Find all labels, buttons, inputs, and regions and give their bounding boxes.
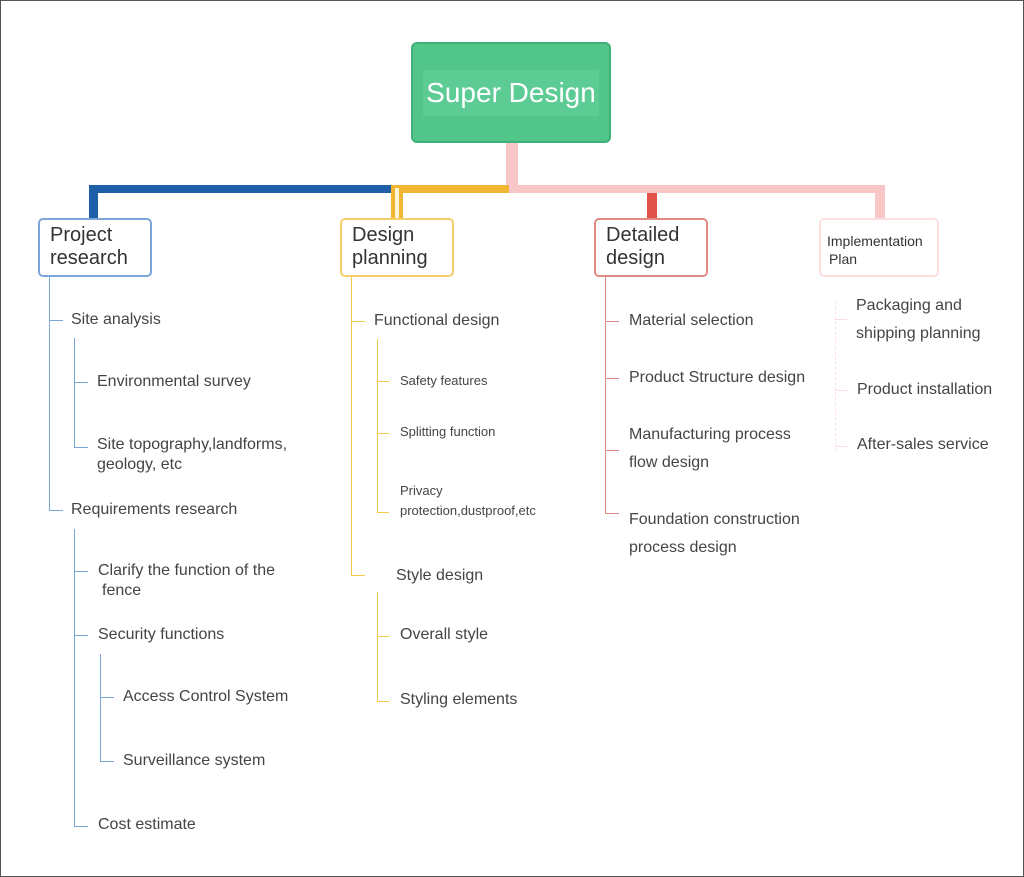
- tree-line: [351, 277, 352, 575]
- node-line1: Foundation construction: [629, 511, 800, 528]
- root-label: Super Design: [423, 70, 599, 116]
- tree-line: [377, 339, 378, 513]
- root-stem: [506, 141, 518, 191]
- node-cost-estimate: Cost estimate: [98, 816, 196, 833]
- node-after-sales: After-sales service: [857, 436, 989, 453]
- tree-line: [377, 592, 378, 702]
- drop-implementation: [875, 185, 885, 220]
- category-project-research: Project research: [38, 218, 152, 277]
- node-foundation-construction: Foundation construction process design: [629, 506, 800, 562]
- tree-line: [377, 636, 389, 637]
- category-title-line2: design: [606, 247, 665, 269]
- tree-line: [74, 571, 88, 572]
- tree-line: [351, 321, 365, 322]
- node-line2: geology, etc: [97, 456, 183, 473]
- category-title-line2: Plan: [829, 251, 858, 267]
- category-title-line2: research: [50, 247, 128, 269]
- node-line1: Site topography,landforms,: [97, 436, 288, 453]
- node-safety-features: Safety features: [400, 373, 488, 388]
- node-line2: shipping planning: [856, 325, 981, 342]
- node-manufacturing-process: Manufacturing process flow design: [629, 421, 791, 477]
- node-clarify-function: Clarify the function of the fence: [98, 561, 275, 601]
- node-line1: Packaging and: [856, 297, 962, 314]
- node-environmental-survey: Environmental survey: [97, 373, 251, 390]
- category-design-planning: Design planning: [340, 218, 454, 277]
- tree-line: [49, 510, 63, 511]
- node-site-analysis: Site analysis: [71, 311, 161, 328]
- node-line2: protection,dustproof,etc: [400, 503, 536, 518]
- category-title-line1: Design: [352, 224, 415, 246]
- tree-line: [605, 378, 619, 379]
- node-security-functions: Security functions: [98, 626, 225, 643]
- node-packaging-shipping: Packaging and shipping planning: [856, 292, 981, 348]
- node-surveillance: Surveillance system: [123, 752, 266, 769]
- node-line2: process design: [629, 539, 737, 556]
- node-product-structure: Product Structure design: [629, 369, 806, 386]
- tree-line: [74, 529, 75, 827]
- tree-line: [351, 575, 365, 576]
- node-material-selection: Material selection: [629, 312, 754, 329]
- tree-line: [74, 635, 88, 636]
- connector-project: [89, 185, 395, 193]
- node-styling-elements: Styling elements: [400, 691, 518, 708]
- node-privacy-protection: Privacy protection,dustproof,etc: [400, 481, 536, 521]
- tree-line: [100, 761, 114, 762]
- tree-line: [100, 697, 114, 698]
- tree-line: [377, 512, 389, 513]
- tree-line: [835, 319, 847, 320]
- node-functional-design: Functional design: [374, 312, 500, 329]
- node-access-control: Access Control System: [123, 688, 289, 705]
- node-overall-style: Overall style: [400, 626, 489, 643]
- tree-line: [100, 654, 101, 762]
- tree-line: [605, 450, 619, 451]
- tree-line: [74, 826, 88, 827]
- tree-line: [377, 701, 389, 702]
- category-title-line1: Implementation: [827, 233, 923, 249]
- tree-line: [835, 301, 836, 451]
- category-detailed-design: Detailed design: [594, 218, 708, 277]
- node-line2: fence: [102, 582, 142, 599]
- tree-line: [377, 433, 389, 434]
- drop-detailed: [647, 193, 657, 220]
- category-title-line2: planning: [352, 247, 428, 269]
- connector-planning: [391, 185, 509, 193]
- category-title-line1: Project: [50, 224, 113, 246]
- node-line2: flow design: [629, 454, 710, 471]
- tree-line: [605, 513, 619, 514]
- node-requirements-research: Requirements research: [71, 501, 238, 518]
- node-style-design: Style design: [396, 567, 484, 584]
- tree-line: [49, 320, 63, 321]
- tree-line: [835, 390, 847, 391]
- node-line1: Manufacturing process: [629, 426, 791, 443]
- tree-line: [377, 381, 389, 382]
- node-product-installation: Product installation: [857, 381, 993, 398]
- drop-project: [89, 185, 98, 221]
- tree-line: [74, 338, 75, 448]
- tree-line: [74, 447, 88, 448]
- node-line1: Clarify the function of the: [98, 562, 275, 579]
- category-title-line1: Detailed: [606, 224, 680, 246]
- tree-line: [605, 321, 619, 322]
- tree-line: [74, 382, 88, 383]
- node-site-topography: Site topography,landforms, geology, etc: [97, 435, 287, 475]
- root-node: Super Design: [411, 42, 611, 143]
- connector-right: [509, 185, 885, 193]
- category-implementation-plan: Implementation Plan: [819, 218, 939, 277]
- tree-line: [835, 446, 847, 447]
- tree-line: [605, 277, 606, 514]
- node-line1: Privacy: [400, 483, 443, 498]
- tree-line: [49, 277, 50, 511]
- node-splitting-function: Splitting function: [400, 424, 496, 439]
